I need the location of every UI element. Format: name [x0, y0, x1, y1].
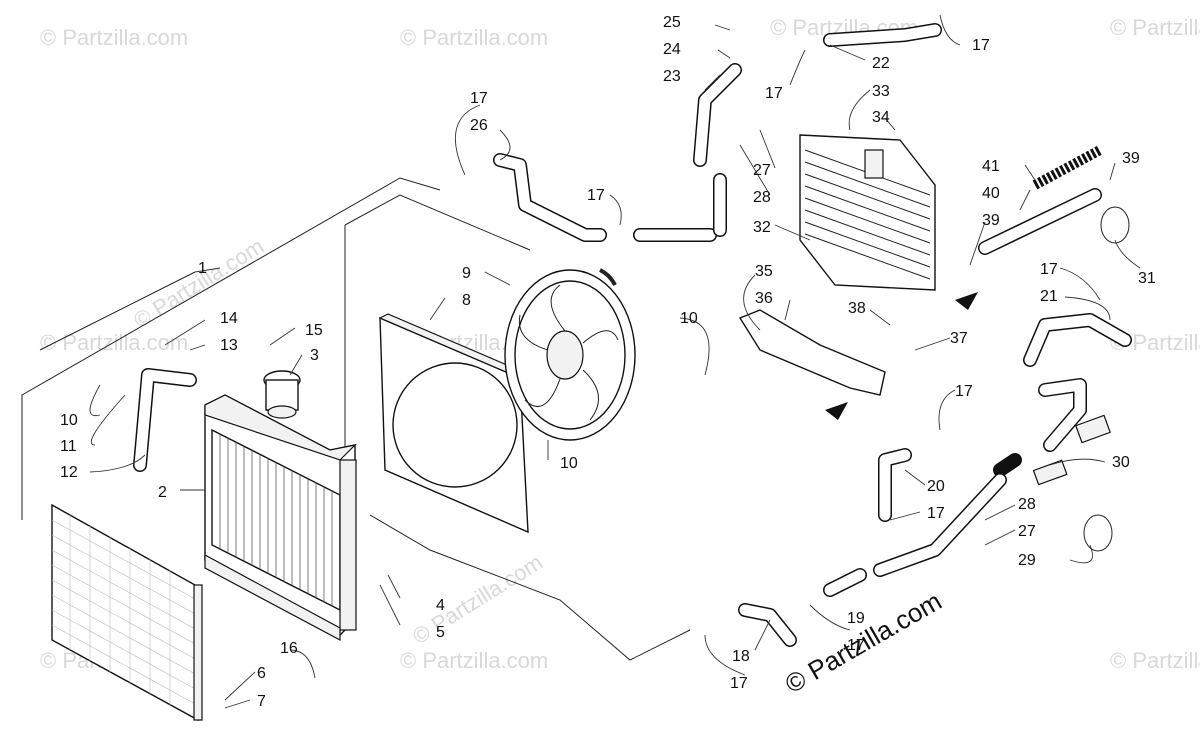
callout-38: 38 [848, 300, 866, 317]
radiator-screen [51, 503, 203, 722]
callout-6: 6 [257, 665, 266, 682]
callout-25: 25 [663, 14, 681, 31]
callout-26: 26 [470, 117, 488, 134]
fan-shroud [378, 313, 530, 534]
callout-17: 17 [972, 37, 990, 54]
callout-27: 27 [1018, 523, 1036, 540]
callout-12: 12 [60, 464, 78, 481]
callout-17: 17 [587, 187, 605, 204]
callout-20: 20 [927, 478, 945, 495]
lower-hoses [738, 313, 1132, 647]
clamps [1032, 206, 1130, 552]
callout-17: 17 [847, 637, 865, 654]
callout-32: 32 [753, 219, 771, 236]
callout-22: 22 [872, 55, 890, 72]
callout-17: 17 [765, 85, 783, 102]
callout-41: 41 [982, 158, 1000, 175]
callout-17: 17 [955, 383, 973, 400]
callout-10: 10 [60, 412, 78, 429]
callout-1: 1 [198, 260, 207, 277]
callout-18: 18 [732, 648, 750, 665]
callout-30: 30 [1112, 454, 1130, 471]
callout-13: 13 [220, 337, 238, 354]
arrows [825, 292, 978, 420]
callout-4: 4 [436, 597, 445, 614]
callout-3: 3 [310, 347, 319, 364]
callout-17: 17 [927, 505, 945, 522]
callout-28: 28 [1018, 496, 1036, 513]
callout-24: 24 [663, 41, 681, 58]
callout-10: 10 [560, 455, 578, 472]
callout-21: 21 [1040, 288, 1058, 305]
callout-40: 40 [982, 185, 1000, 202]
radiator-cap [263, 370, 301, 419]
callout-7: 7 [257, 693, 266, 710]
watermark: © Partzilla.com [40, 25, 188, 50]
callout-14: 14 [220, 310, 238, 327]
upper-hoses [493, 23, 942, 242]
callout-8: 8 [462, 292, 471, 309]
callout-28: 28 [753, 189, 771, 206]
callout-34: 34 [872, 109, 890, 126]
callout-36: 36 [755, 290, 773, 307]
watermark: © Partzilla.com [408, 549, 547, 649]
callout-9: 9 [462, 265, 471, 282]
cooler-bracket [738, 309, 886, 396]
oil-lines [978, 145, 1103, 255]
callout-5: 5 [436, 624, 445, 641]
leader-lines [89, 14, 1141, 709]
callout-39: 39 [1122, 150, 1140, 167]
callout-23: 23 [663, 68, 681, 85]
watermark: © Partzilla.com [400, 25, 548, 50]
callout-17: 17 [730, 675, 748, 692]
callout-19: 19 [847, 610, 865, 627]
radiator [204, 394, 357, 641]
cooling-fan [504, 268, 636, 441]
callout-39: 39 [982, 212, 1000, 229]
overflow-hose [133, 368, 197, 472]
watermark: © Partzilla.com [1110, 648, 1200, 673]
callout-33: 33 [872, 83, 890, 100]
callout-17: 17 [1040, 261, 1058, 278]
callout-17: 17 [470, 90, 488, 107]
callout-29: 29 [1018, 552, 1036, 569]
watermark: © Partzilla.com [1110, 15, 1200, 40]
callout-27: 27 [753, 162, 771, 179]
callout-2: 2 [158, 484, 167, 501]
watermark: © Partzilla.com [400, 648, 548, 673]
callout-10: 10 [680, 310, 698, 327]
callout-15: 15 [305, 322, 323, 339]
callout-31: 31 [1138, 270, 1156, 287]
watermark: © Partzilla.com [129, 233, 268, 333]
oil-cooler [799, 134, 936, 291]
callout-11: 11 [60, 438, 77, 455]
callout-35: 35 [755, 263, 773, 280]
callout-37: 37 [950, 330, 968, 347]
callout-16: 16 [280, 640, 298, 657]
callouts: 1 2 3 4 5 6 7 8 9 10 10 10 10 11 12 13 1… [60, 14, 1156, 710]
assembly-outline [21, 177, 691, 661]
